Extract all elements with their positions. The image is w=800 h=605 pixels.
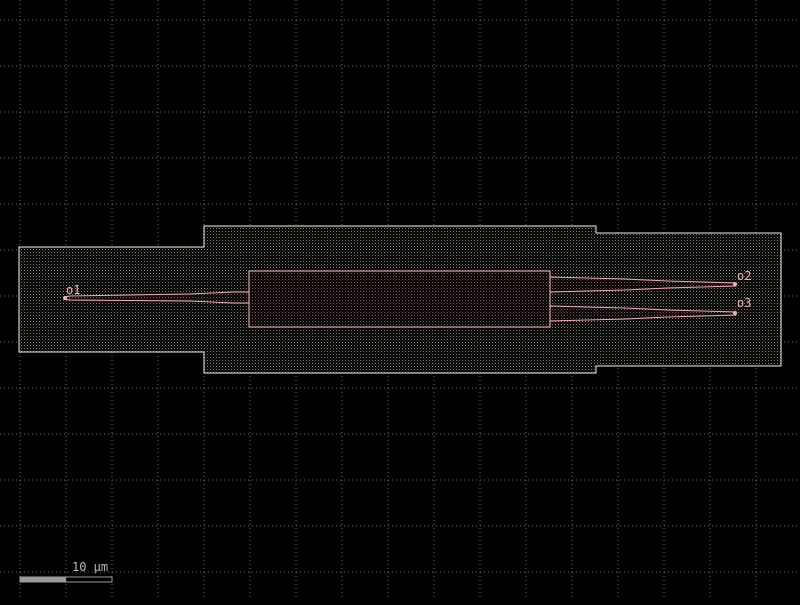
port-o1-marker[interactable]: [63, 296, 67, 300]
scale-bar-outline: [19, 576, 113, 583]
output-taper-top: [549, 276, 737, 293]
scale-bar-label: 10 µm: [72, 560, 108, 574]
port-o1-label: o1: [66, 283, 80, 297]
port-o2-marker[interactable]: [733, 282, 737, 286]
mmi-body: [248, 270, 551, 328]
port-o3-marker[interactable]: [733, 311, 737, 315]
scale-bar-filled: [20, 577, 66, 582]
port-o2-label: o2: [737, 269, 751, 283]
output-taper-bottom: [549, 305, 737, 322]
scale-bar: 10 µm: [19, 560, 113, 583]
port-o3-label: o3: [737, 296, 751, 310]
